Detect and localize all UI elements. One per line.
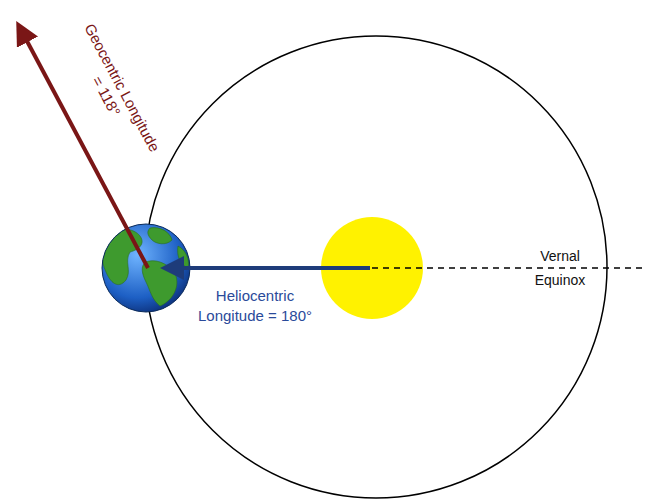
earth-orbit [145,36,607,498]
vernal-equinox-label: Vernal Equinox [525,244,595,292]
heliocentric-arrow [168,266,370,270]
geocentric-label: Geocentric Longitude = 118° [63,17,165,166]
vernal-equinox-line [372,267,645,269]
heliocentric-label: Heliocentric Longitude = 180° [188,286,323,326]
